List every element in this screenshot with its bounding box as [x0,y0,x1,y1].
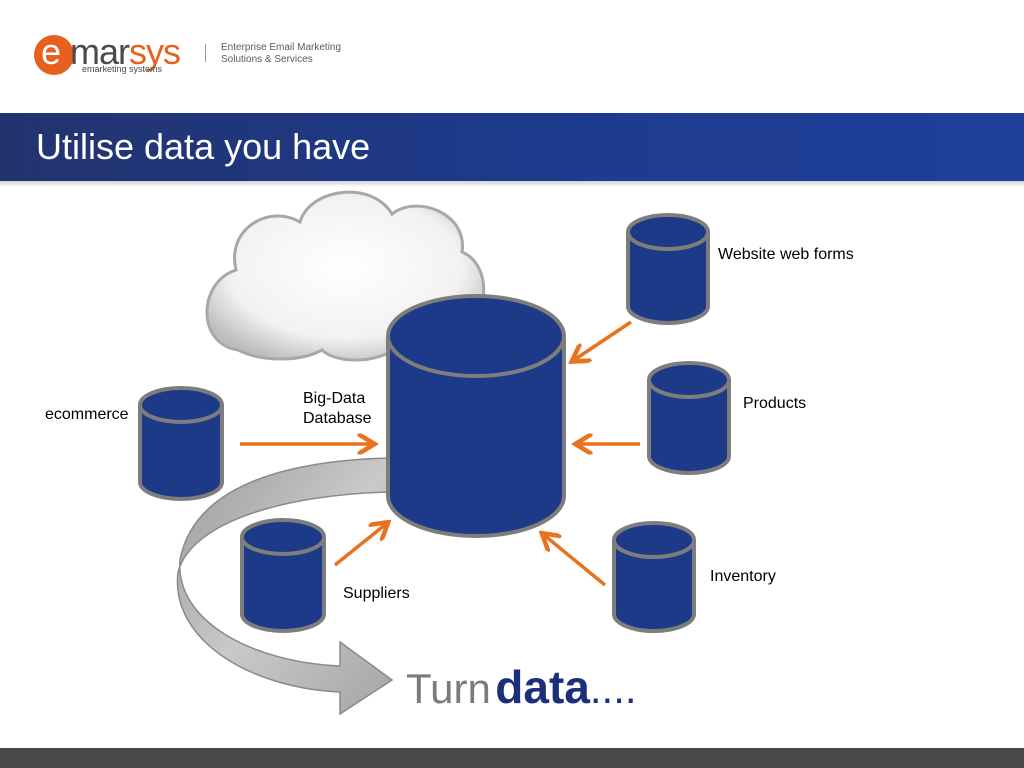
label-suppliers: Suppliers [343,585,410,602]
header-tagline: Enterprise Email Marketing Solutions & S… [221,42,361,66]
logo-subtitle: emarketing systems [82,64,163,74]
suppliers-database-icon [240,518,326,633]
logo-letter: e [41,31,62,72]
label-inventory: Inventory [710,568,776,585]
central-database-label: Big-Data Database [303,389,372,429]
inventory-database-icon [612,521,696,633]
caption-dots: .... [589,665,637,712]
turn-data-caption: Turn data.... [406,655,637,731]
arrow-website-to-database [574,320,632,360]
label-ecommerce: ecommerce [45,406,129,423]
logo-wordmark: marsys [70,30,181,74]
logo-divider [205,44,206,62]
curved-arrow-icon [176,457,394,716]
logo-circle [34,35,74,75]
caption-turn: Turn [406,665,491,712]
website-database-icon [626,213,710,325]
arrow-inventory-to-database [544,535,607,587]
slide-header: e marsys emarketing systems Enterprise E… [0,0,1024,112]
slide-footer [0,748,1024,768]
caption-data: data [495,661,590,713]
tagline-line-1: Enterprise Email Marketing [221,42,342,53]
label-products: Products [743,395,807,412]
central-label-line-2: Database [303,410,372,427]
logo-mar: mar [70,31,130,72]
logo-sys: sys [129,31,181,72]
products-database-icon [647,361,731,475]
slide-title: Utilise data you have [36,126,371,167]
ecommerce-database-icon [138,386,224,501]
label-website: Website web forms [718,246,854,263]
title-bar: Utilise data you have [0,113,1024,181]
central-database-icon [386,294,566,538]
central-label-line-1: Big-Data [303,390,366,407]
arrow-suppliers-to-database [333,524,386,567]
title-shadow [0,181,1024,187]
tagline-line-2: Solutions & Services [221,54,313,65]
